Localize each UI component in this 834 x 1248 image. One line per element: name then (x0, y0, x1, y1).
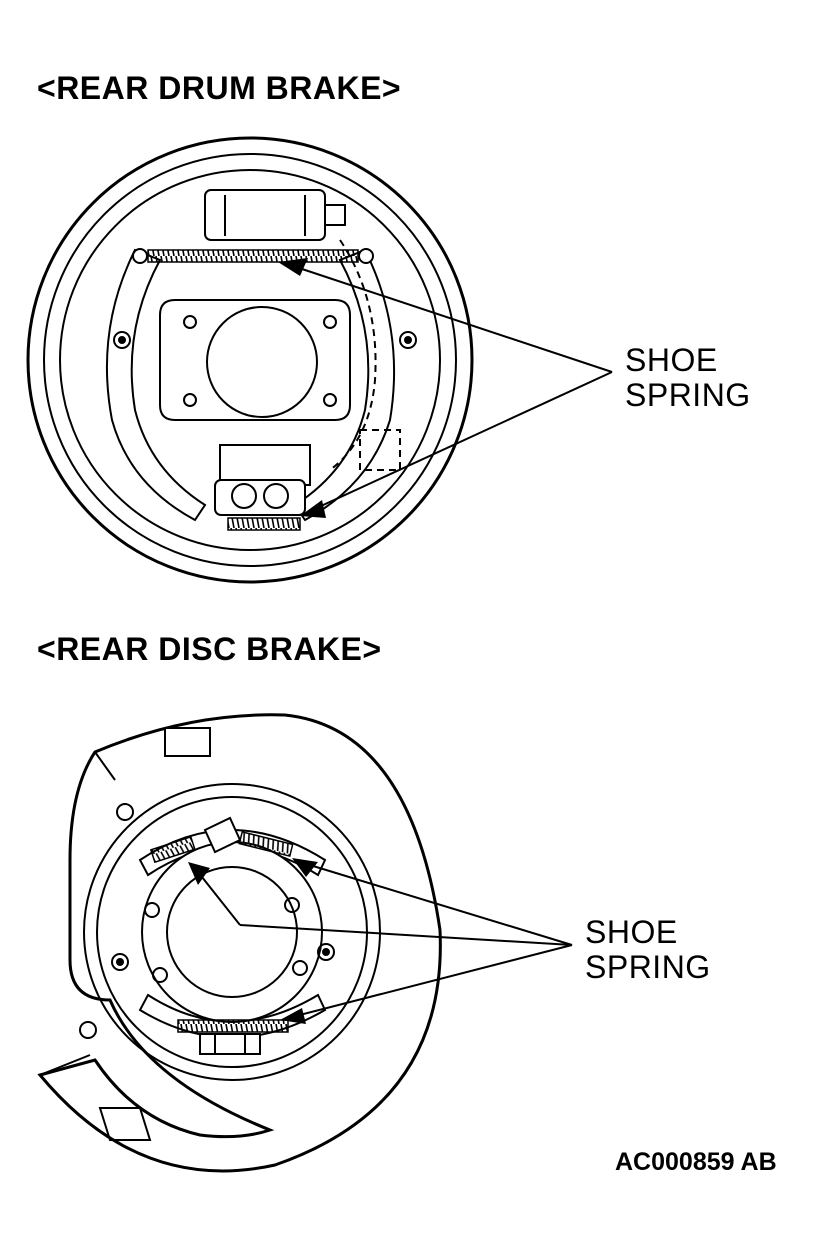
drum-left-shoe (105, 248, 207, 522)
disc-callout-leaders (197, 861, 573, 1019)
disc-arrowhead-upper-right (292, 858, 318, 877)
drum-callout-line-2: SPRING (625, 377, 751, 413)
drum-lower-shoe-spring (227, 517, 301, 531)
disc-hold-down-pin-left (111, 953, 129, 971)
disc-hub-flange (141, 841, 323, 1023)
drum-callout-leaders (289, 264, 613, 513)
drum-backing-plate-outer (26, 136, 474, 584)
disc-upper-shoe-spring-right (238, 830, 294, 858)
drum-hub-bore (206, 306, 318, 418)
figure-code-main: AC000859 (615, 1148, 735, 1176)
disc-lower-shoe-spring (177, 1019, 289, 1033)
drum-arrowhead-upper (278, 258, 308, 276)
drum-shoe-spring-callout: SHOE SPRING (625, 343, 751, 413)
disc-brake-illustration (37, 713, 442, 1173)
disc-arrowhead-upper-left (188, 862, 210, 885)
disc-upper-shoe-spring-left (149, 835, 196, 864)
disc-callout-line-2: SPRING (585, 949, 711, 985)
disc-callout-line-1: SHOE (585, 914, 678, 950)
drum-hold-down-pin-left (113, 331, 131, 349)
disc-hold-down-pin-right (317, 943, 335, 961)
drum-backing-plate-rim (43, 153, 457, 567)
drum-arrowhead-lower (300, 500, 326, 518)
drum-backing-plate-inner (59, 169, 441, 551)
drum-wheel-cylinder (204, 189, 326, 241)
drum-brake-heading: <REAR DRUM BRAKE> (37, 70, 402, 106)
disc-backing-plate-outer (83, 783, 381, 1081)
disc-arrowhead-lower (280, 1008, 306, 1024)
drum-hub-flange (159, 299, 351, 421)
disc-shoe-spring-callout: SHOE SPRING (585, 915, 711, 985)
figure-code-suffix: AB (740, 1148, 777, 1176)
disc-hub-bore (166, 866, 298, 998)
drum-upper-shoe-spring (147, 249, 359, 263)
drum-callout-line-1: SHOE (625, 342, 718, 378)
drum-hold-down-pin-right (399, 331, 417, 349)
disc-brake-heading: <REAR DISC BRAKE> (37, 631, 382, 667)
drum-brake-illustration (26, 136, 474, 584)
